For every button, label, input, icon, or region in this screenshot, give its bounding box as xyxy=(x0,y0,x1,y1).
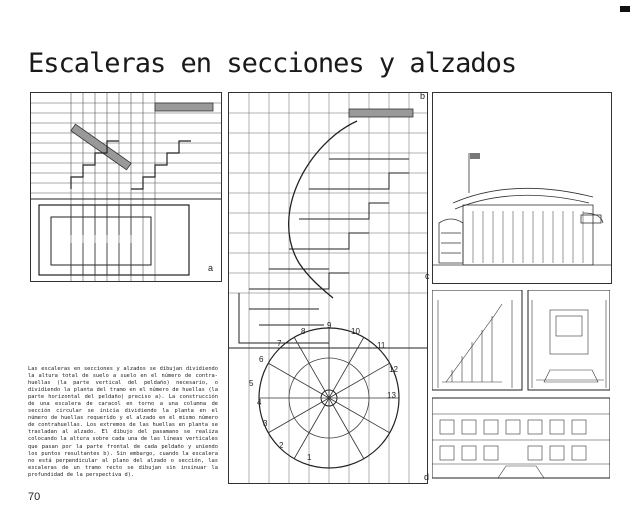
spiral-step-number: 7 xyxy=(277,339,282,348)
spiral-step-number: 2 xyxy=(279,441,284,450)
figure-a-straight-stair: a xyxy=(30,92,222,282)
spiral-step-number: 12 xyxy=(389,365,398,374)
figure-c-label: c xyxy=(425,271,430,281)
spiral-step-number: 5 xyxy=(249,379,254,388)
figure-a-label: a xyxy=(207,263,213,273)
spiral-step-number: 8 xyxy=(301,327,306,336)
figure-c-drawing xyxy=(433,153,611,266)
spiral-step-number: 6 xyxy=(259,355,264,364)
scan-corner-mark xyxy=(620,6,630,12)
figure-d-elevations: d xyxy=(424,290,610,482)
figure-d-drawing xyxy=(432,290,610,479)
spiral-step-number: 1 xyxy=(307,453,312,462)
figure-b-label: b xyxy=(419,91,425,101)
figure-a-drawing xyxy=(31,93,221,281)
page-title: Escaleras en secciones y alzados xyxy=(28,48,517,79)
body-paragraph: Las escaleras en secciones y alzados se … xyxy=(28,366,218,478)
spiral-step-number: 11 xyxy=(377,341,386,350)
spiral-step-number: 10 xyxy=(351,327,360,336)
spiral-step-number: 9 xyxy=(327,321,332,330)
spiral-step-number: 13 xyxy=(387,391,396,400)
figure-b-drawing xyxy=(229,93,427,483)
spiral-step-number: 3 xyxy=(263,419,268,428)
figure-b-spiral-stair: b 1 2 3 4 5 6 7 8 9 10 11 12 13 xyxy=(228,91,428,484)
spiral-step-number: 4 xyxy=(257,398,262,407)
figure-d-label: d xyxy=(424,472,430,482)
page-number: 70 xyxy=(28,491,41,503)
figure-c-building-section: c xyxy=(425,92,612,284)
